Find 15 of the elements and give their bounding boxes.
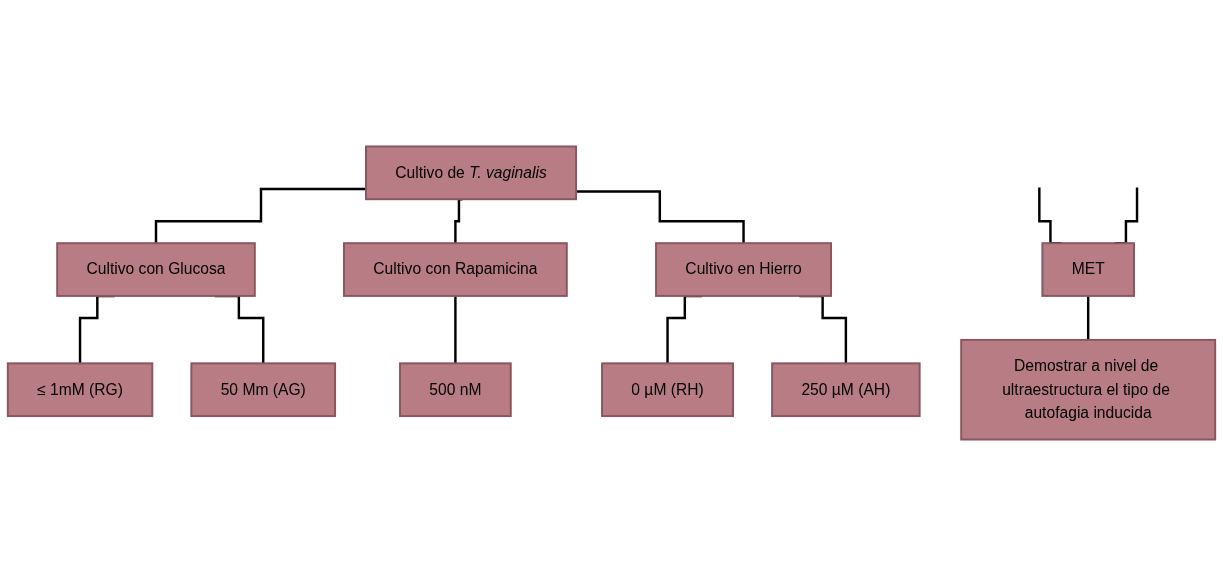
node-box: Cultivo con Rapamicina xyxy=(343,242,568,297)
node-box: 50 Mm (AG) xyxy=(190,362,337,418)
node-box: Cultivo en Hierro xyxy=(655,242,833,297)
node-box: Cultivo de T. vaginalis xyxy=(365,145,578,201)
node-box: MET xyxy=(1041,242,1135,297)
node-box: Cultivo con Glucosa xyxy=(56,242,256,297)
node-box: 250 µM (AH) xyxy=(771,362,921,418)
connector xyxy=(454,198,463,245)
node-box: 500 nM xyxy=(399,362,512,418)
connector xyxy=(154,187,366,245)
connector xyxy=(576,190,745,245)
node-box: 0 µM (RH) xyxy=(601,362,734,418)
node-box: ≤ 1mM (RG) xyxy=(6,362,154,418)
node-box: Demostrar a nivel de ultraestructura el tipo de autofagia inducida xyxy=(960,338,1217,441)
connector xyxy=(454,294,457,365)
